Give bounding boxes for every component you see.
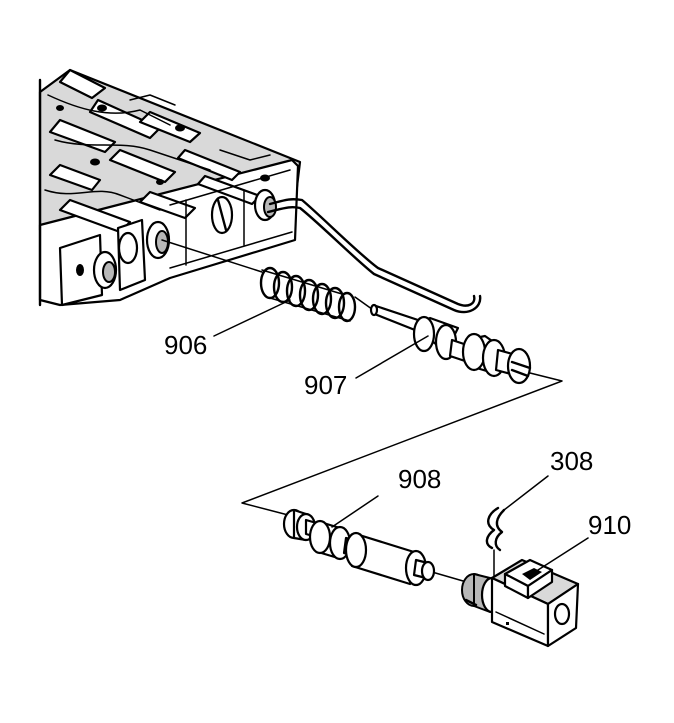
valve-body xyxy=(38,68,302,307)
callout-908: 908 xyxy=(398,464,441,494)
callout-308: 308 xyxy=(550,446,593,476)
leader-906 xyxy=(213,299,291,337)
leader-308 xyxy=(503,475,549,511)
valve-907 xyxy=(369,303,532,385)
callout-910: 910 xyxy=(588,510,631,540)
leader-908 xyxy=(331,495,379,528)
clip-308 xyxy=(485,506,506,579)
leader-910 xyxy=(537,537,589,571)
valve-908 xyxy=(282,508,436,587)
spring-906 xyxy=(259,266,357,323)
callout-907: 907 xyxy=(304,370,347,400)
leader-lines xyxy=(213,299,589,571)
solenoid-910 xyxy=(461,558,580,648)
callout-906: 906 xyxy=(164,330,207,360)
retainer-wire xyxy=(266,198,482,314)
leader-907 xyxy=(355,335,429,379)
